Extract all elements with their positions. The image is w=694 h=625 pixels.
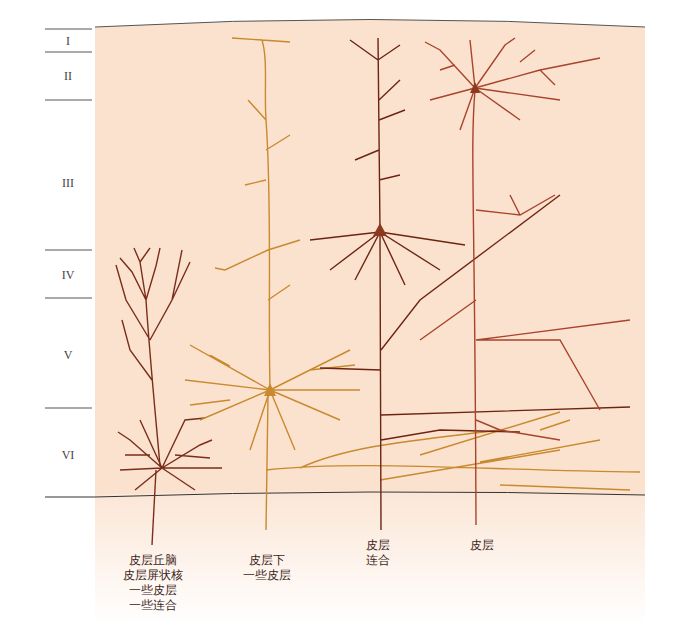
layer-label: V: [53, 348, 83, 363]
layer-label: III: [53, 176, 83, 191]
layer-label: I: [53, 34, 83, 49]
projection-label: 皮层下 一些皮层: [240, 553, 294, 583]
layer-label: II: [53, 69, 83, 84]
projection-label: 皮层丘脑 皮层屏状核 一些皮层 一些连合: [120, 553, 186, 613]
layer-label: VI: [53, 448, 83, 463]
layer-label: IV: [53, 268, 83, 283]
projection-label: 皮层 连合: [362, 538, 394, 568]
projection-label: 皮层: [462, 538, 502, 553]
